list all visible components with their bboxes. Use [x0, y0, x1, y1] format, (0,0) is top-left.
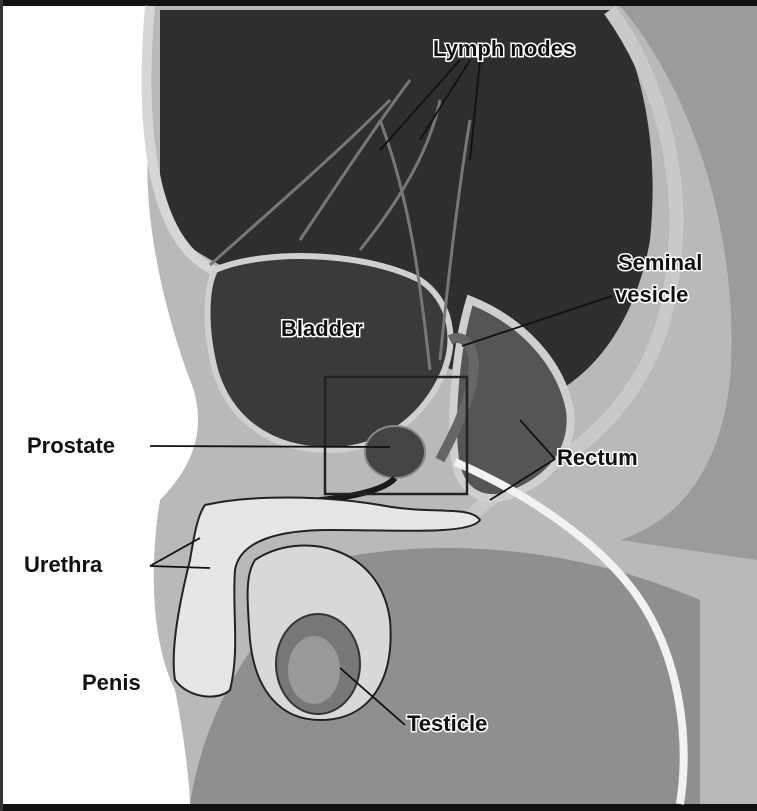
prostate-shape: [365, 426, 425, 478]
label-urethra: Urethra: [24, 552, 103, 577]
bottom-border: [0, 804, 757, 811]
label-vesicle: vesicle: [615, 282, 688, 307]
label-rectum: Rectum: [557, 445, 638, 470]
left-border: [0, 0, 3, 811]
testicle-inner: [288, 636, 340, 704]
label-lymph-nodes: Lymph nodes: [433, 36, 575, 61]
label-bladder: Bladder: [281, 316, 363, 341]
label-testicle: Testicle: [407, 711, 487, 736]
label-prostate: Prostate: [27, 433, 115, 458]
label-penis: Penis: [82, 670, 141, 695]
top-border: [0, 0, 757, 6]
label-seminal: Seminal: [618, 250, 702, 275]
leader-prostate: [150, 446, 390, 447]
